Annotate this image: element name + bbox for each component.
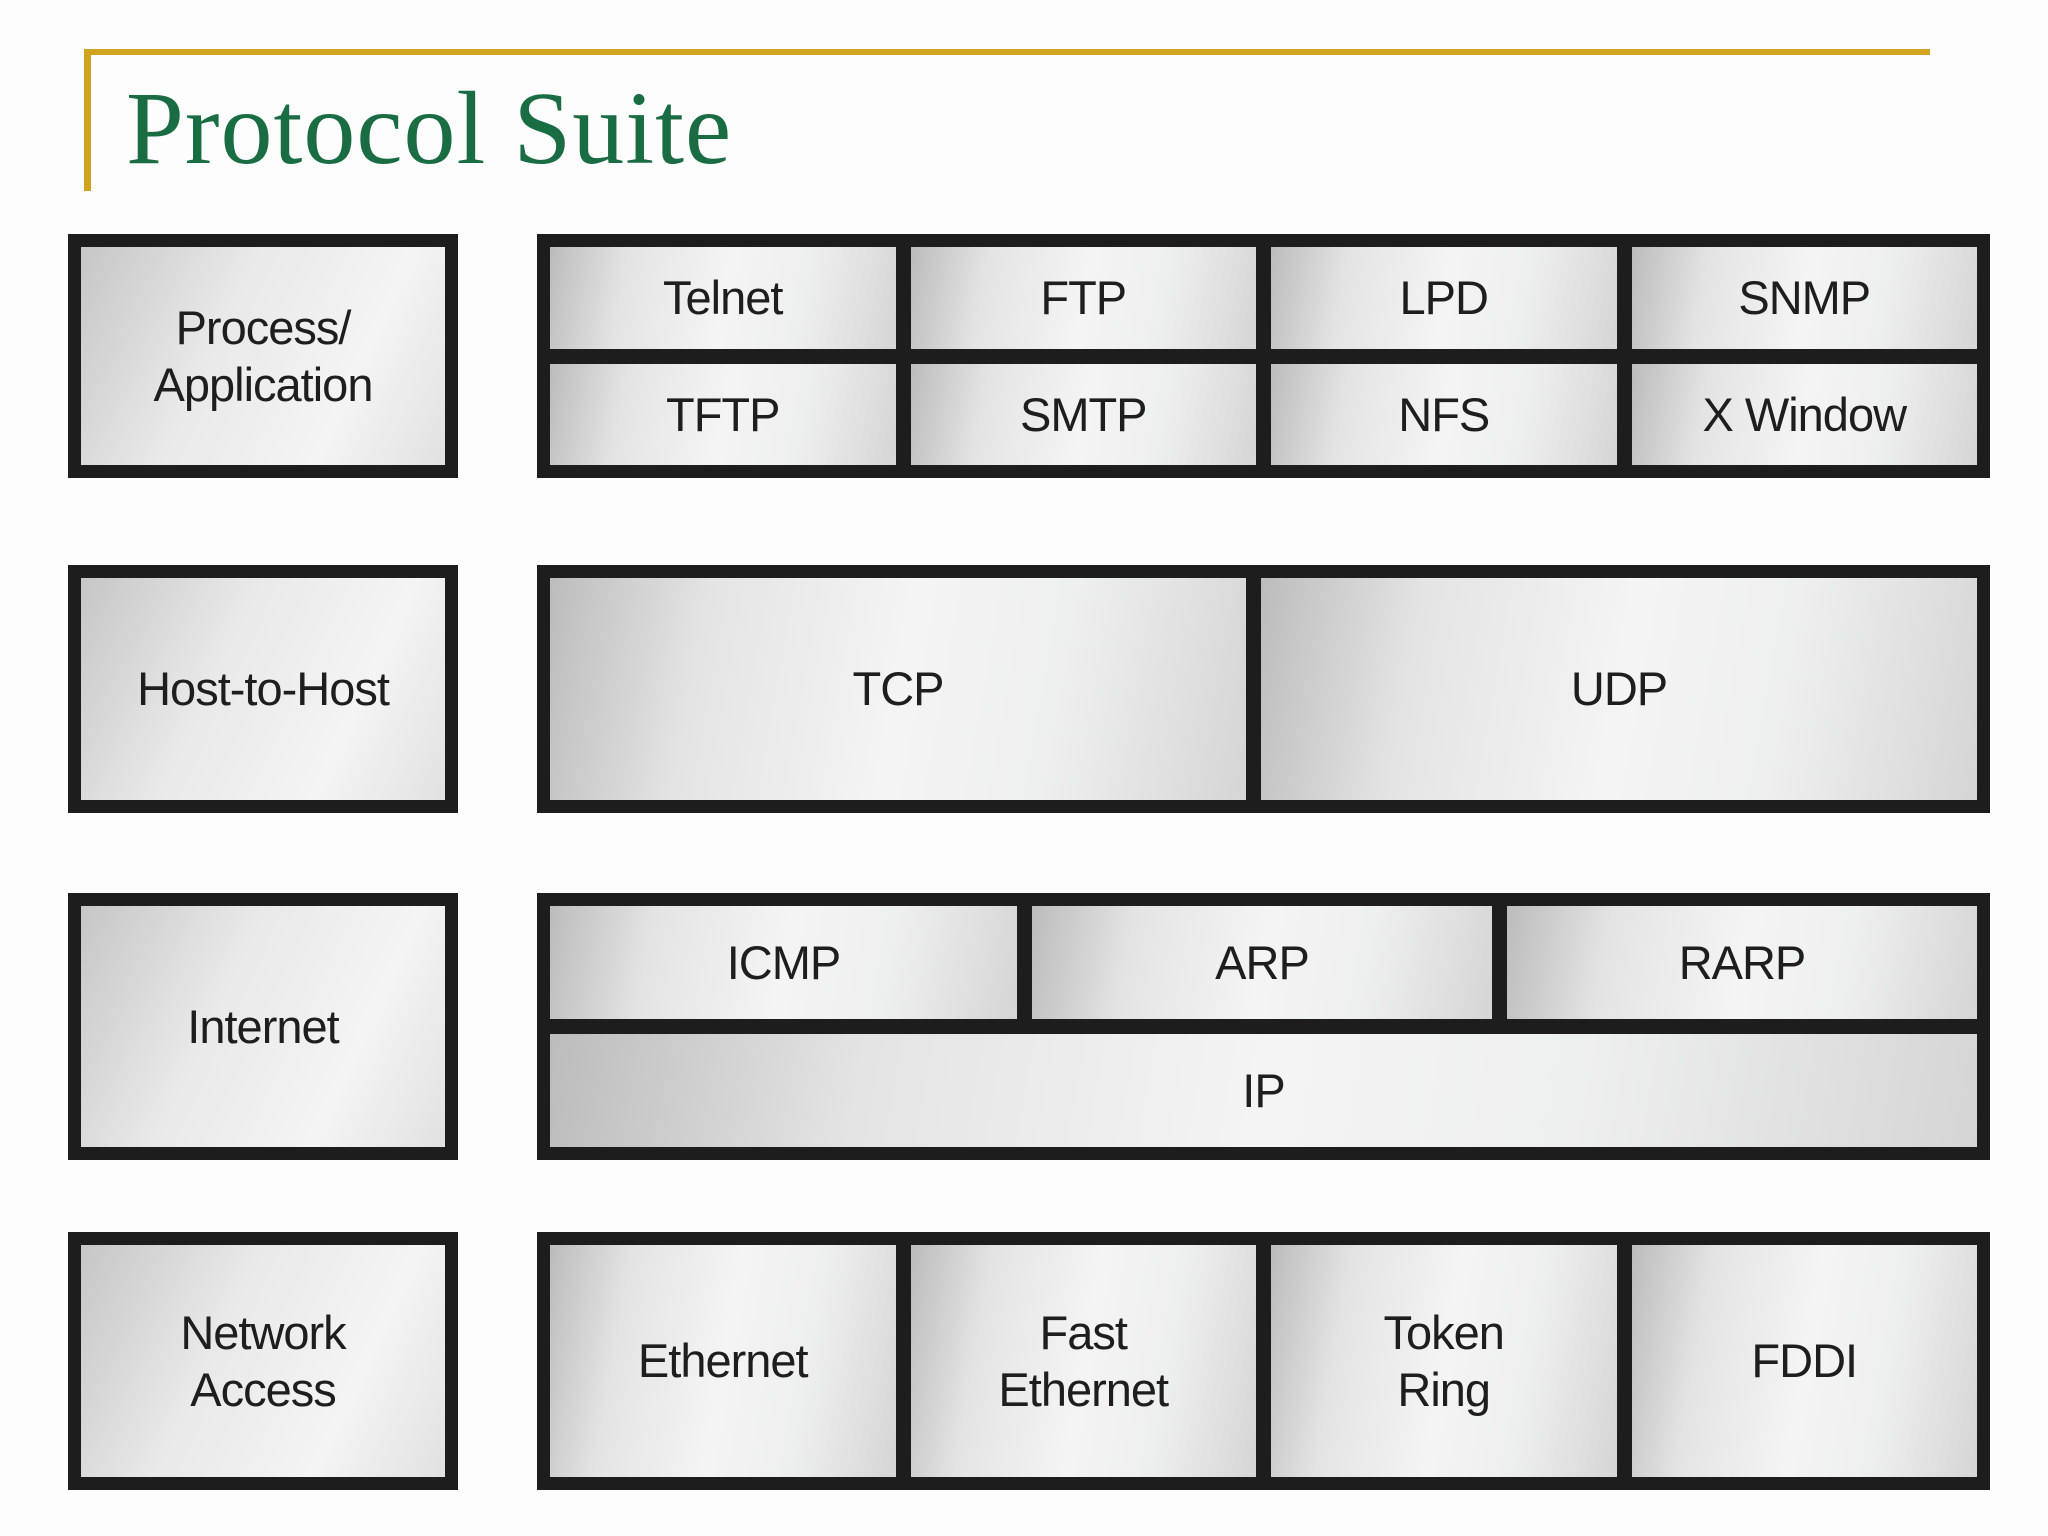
protocol-cell-rarp: RARP (1507, 906, 1977, 1019)
protocol-group-network-access: Ethernet Fast Ethernet Token Ring FDDI (537, 1232, 1990, 1490)
internet-upper-subrow: ICMP ARP RARP (550, 906, 1977, 1019)
protocol-cell-nfs: NFS (1271, 363, 1617, 465)
protocol-cell-icmp: ICMP (550, 906, 1017, 1019)
protocol-cell-ethernet: Ethernet (550, 1245, 896, 1477)
layer-label-internet: Internet (187, 999, 339, 1053)
protocol-cell-lpd: LPD (1271, 247, 1617, 349)
title-rule-vertical (84, 49, 91, 191)
protocol-cell-smtp: SMTP (910, 363, 1256, 465)
protocol-cell-telnet: Telnet (550, 247, 896, 349)
layer-label-host-to-host: Host-to-Host (137, 662, 390, 716)
protocol-cell-x-window: X Window (1631, 363, 1977, 465)
title-rule-horizontal (84, 49, 1930, 55)
protocol-group-internet: ICMP ARP RARP IP (537, 893, 1990, 1160)
protocol-cell-udp: UDP (1261, 578, 1977, 800)
protocol-cell-tftp: TFTP (550, 363, 896, 465)
layer-label-process-application: Process/ Application (153, 300, 374, 411)
layer-label-network-access: Network Access (180, 1305, 346, 1416)
protocol-cell-token-ring: Token Ring (1271, 1245, 1617, 1477)
protocol-cell-tcp: TCP (550, 578, 1246, 800)
protocol-cell-fast-ethernet: Fast Ethernet (910, 1245, 1256, 1477)
protocol-cell-arp: ARP (1032, 906, 1492, 1019)
protocol-cell-ftp: FTP (910, 247, 1256, 349)
layer-box-process-application: Process/ Application (68, 234, 458, 478)
protocol-group-process-application: Telnet FTP LPD SNMP TFTP SMTP NFS X Wind… (537, 234, 1990, 478)
page-title: Protocol Suite (126, 71, 733, 186)
layer-box-internet: Internet (68, 893, 458, 1160)
protocol-group-host-to-host: TCP UDP (537, 565, 1990, 813)
layer-box-network-access: Network Access (68, 1232, 458, 1490)
protocol-cell-ip: IP (550, 1034, 1977, 1147)
protocol-cell-snmp: SNMP (1631, 247, 1977, 349)
protocol-cell-fddi: FDDI (1631, 1245, 1977, 1477)
layer-box-host-to-host: Host-to-Host (68, 565, 458, 813)
